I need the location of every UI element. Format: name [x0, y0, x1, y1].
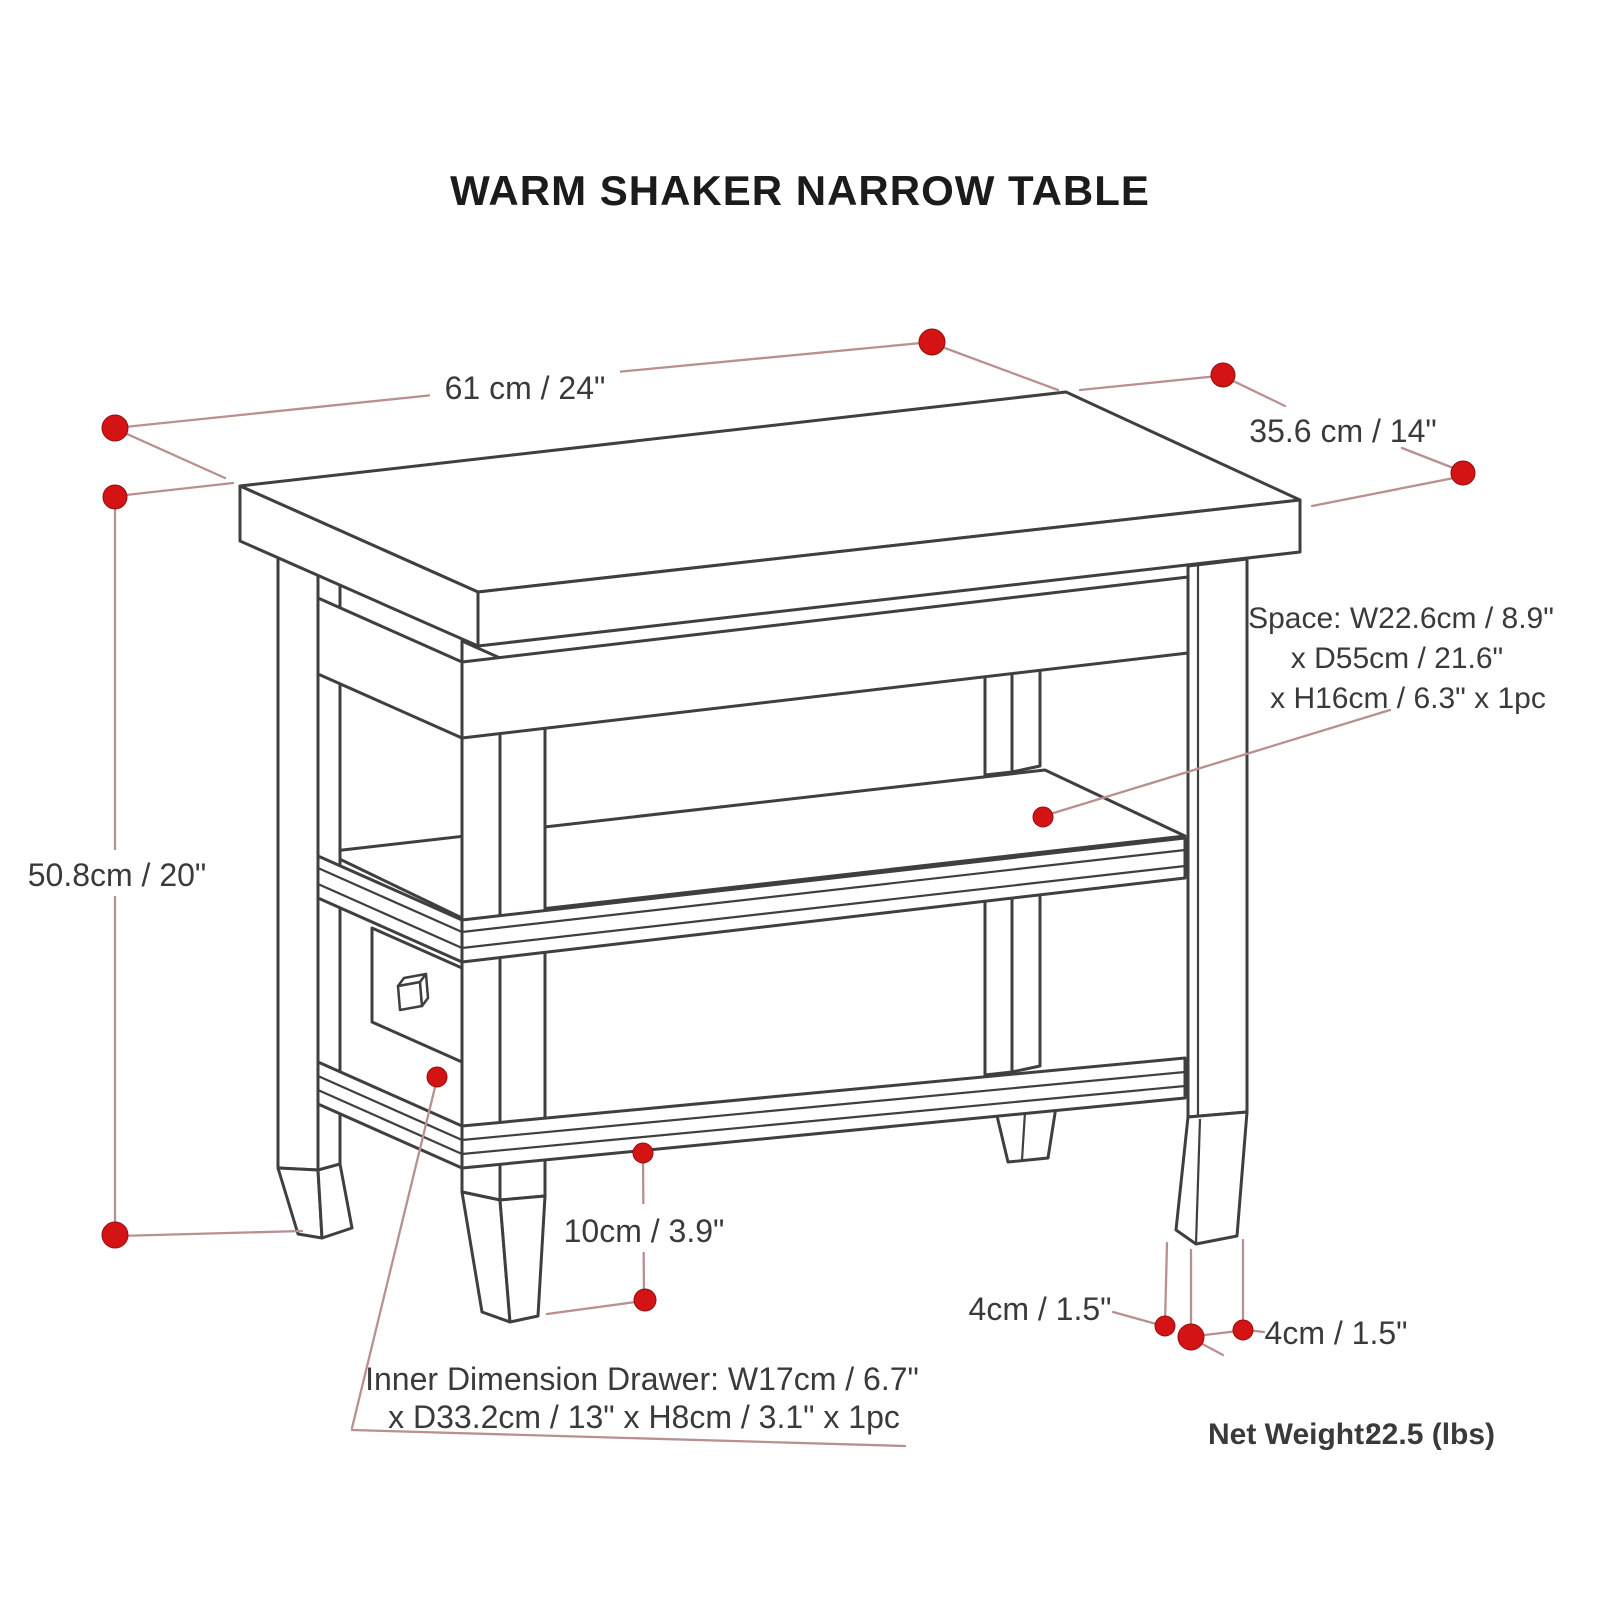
clearance-dimension-label: 10cm / 3.9": [564, 1213, 725, 1249]
depth-dimension-label: 35.6 cm / 14": [1249, 413, 1436, 449]
drawer-knob: [396, 972, 430, 1012]
diagram-title: WARM SHAKER NARROW TABLE: [450, 167, 1150, 214]
drawer-note-line2: x D33.2cm / 13" x H8cm / 3.1" x 1pc: [388, 1399, 900, 1435]
foot-right-dimension-label: 4cm / 1.5": [1265, 1315, 1408, 1351]
height-dimension-label: 50.8cm / 20": [28, 857, 207, 893]
tabletop: [238, 390, 1302, 648]
dimension-dots: [101, 328, 1476, 1351]
front-left-leg: [460, 639, 547, 1324]
net-weight-value: 22.5 (lbs): [1365, 1418, 1495, 1451]
foot-left-dimension-label: 4cm / 1.5": [969, 1291, 1112, 1327]
shelf-space-line2: x D55cm / 21.6": [1291, 642, 1503, 675]
dimension-lines: [113, 340, 1463, 1448]
drawer-dimension-note: Inner Dimension Drawer: W17cm / 6.7" x D…: [365, 1361, 919, 1435]
shelf-space-note: Space: W22.6cm / 8.9" x D55cm / 21.6" x …: [1248, 602, 1554, 715]
drawer-note-line1: Inner Dimension Drawer: W17cm / 6.7": [365, 1361, 919, 1397]
back-leg-lower: [983, 889, 1042, 1077]
bottom-rail: [316, 1056, 1187, 1170]
front-right-leg: [1174, 557, 1249, 1246]
net-weight: Net Weight: 22.5 (lbs): [1208, 1418, 1495, 1451]
shelf-space-line3: x H16cm / 6.3" x 1pc: [1270, 682, 1546, 715]
apron: [316, 575, 1190, 740]
shelf-space-line1: Space: W22.6cm / 8.9": [1248, 602, 1554, 635]
table-drawing: [238, 390, 1302, 1324]
drawer-front: [370, 926, 464, 1064]
shelf-rail: [316, 836, 1187, 964]
net-weight-label: Net Weight:: [1208, 1418, 1374, 1451]
width-dimension-label: 61 cm / 24": [445, 370, 606, 406]
